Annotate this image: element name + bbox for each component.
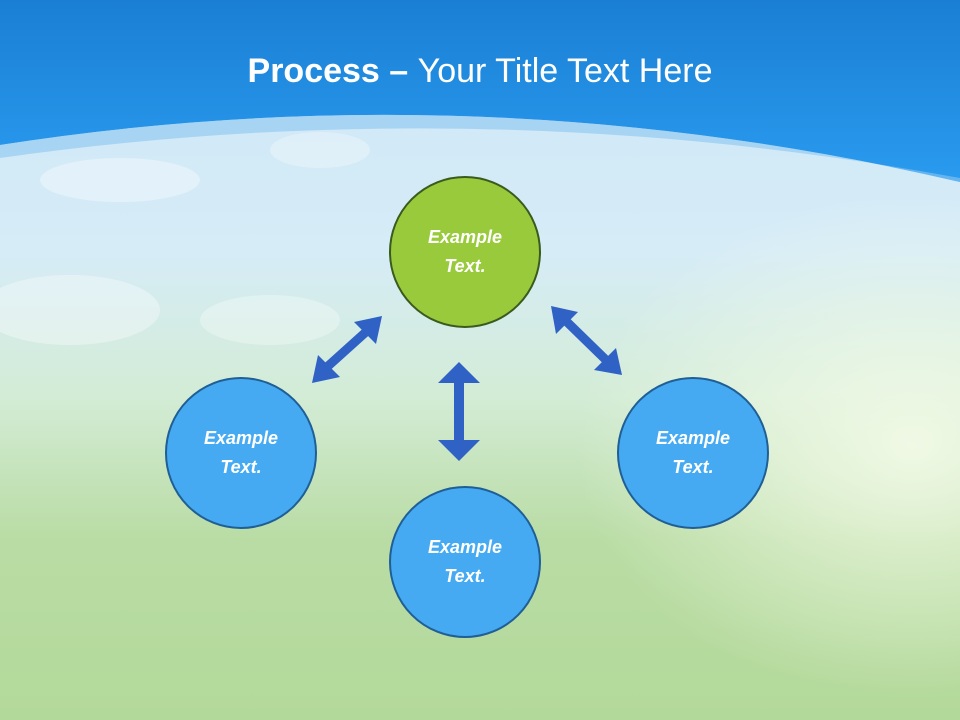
process-node-top: Example Text. [389,176,541,328]
node-text-line1: Example [427,537,503,557]
title-dash: – [379,52,418,90]
cloud [40,158,200,202]
cloud [0,275,160,345]
title-bold: Process [247,52,380,90]
header-band [0,0,960,182]
arrow-top-left [312,316,382,383]
node-text-line2: Text. [672,457,714,477]
header-edge [0,114,960,182]
process-node-left: Example Text. [165,377,317,529]
node-text-line2: Text. [444,256,486,276]
node-text-line1: Example [203,428,279,448]
arrow-top-right [551,306,622,375]
process-node-right: Example Text. [617,377,769,529]
node-text-line2: Text. [220,457,262,477]
title-rest: Your Title Text Here [417,52,713,90]
node-text-line2: Text. [444,566,486,586]
cloud [270,132,370,168]
slide-title: Process – Your Title Text Here [0,52,960,91]
node-text-line1: Example [655,428,731,448]
cloud [200,295,340,345]
node-text-line1: Example [427,227,503,247]
process-node-bottom: Example Text. [389,486,541,638]
arrow-vertical [438,362,480,461]
